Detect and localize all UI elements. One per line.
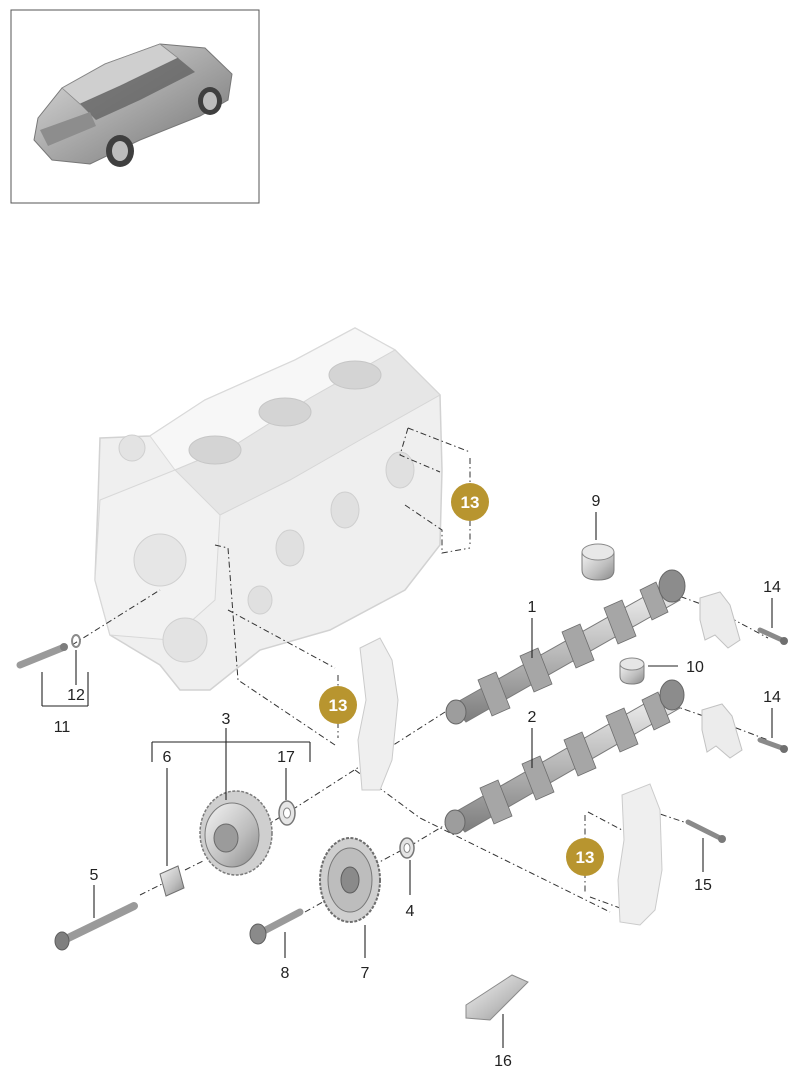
bearing-cap-lower xyxy=(701,703,743,759)
badge-label: 13 xyxy=(461,493,480,512)
callout-labels: 1 2 3 4 5 6 7 8 9 10 11 12 14 14 15 16 1… xyxy=(54,493,781,1070)
washer-17 xyxy=(278,800,296,826)
callout-15: 15 xyxy=(694,877,712,894)
leader-lines xyxy=(41,512,773,1048)
tool-16 xyxy=(465,974,529,1021)
badge-13-top: 13 xyxy=(451,483,489,521)
tappet-10 xyxy=(619,657,645,685)
cylinder-head xyxy=(94,327,443,691)
bolt-5 xyxy=(54,902,138,951)
callout-5: 5 xyxy=(90,867,99,884)
camshaft-intake xyxy=(445,569,686,725)
callout-10: 10 xyxy=(686,659,704,676)
callout-1: 1 xyxy=(528,599,537,616)
bearing-cap-upper xyxy=(699,591,741,649)
bolt-15 xyxy=(685,819,726,843)
badge-label: 13 xyxy=(329,696,348,715)
badge-circle xyxy=(566,838,604,876)
badge-13-middle: 13 xyxy=(319,686,357,724)
callout-17: 17 xyxy=(277,749,295,766)
badge-circle xyxy=(319,686,357,724)
callout-3: 3 xyxy=(222,711,231,728)
badge-13-right: 13 xyxy=(566,838,604,876)
chain-guide-left xyxy=(357,637,399,791)
tappet-9 xyxy=(581,543,615,581)
callout-14-upper: 14 xyxy=(763,579,781,596)
bolt-14-lower xyxy=(757,737,788,753)
badge-circle xyxy=(451,483,489,521)
vehicle-thumbnail xyxy=(10,9,260,204)
callout-6: 6 xyxy=(163,749,172,766)
callout-4: 4 xyxy=(406,903,415,920)
car-image xyxy=(33,43,233,167)
callout-11: 11 xyxy=(54,719,71,736)
badge-label: 13 xyxy=(576,848,595,867)
camshaft-exhaust xyxy=(444,679,685,835)
sleeve-6 xyxy=(159,865,185,897)
callout-16: 16 xyxy=(494,1053,512,1070)
chain-guide-right xyxy=(617,783,663,926)
bolt-8 xyxy=(249,908,304,945)
bolt-11 xyxy=(16,643,68,669)
callout-7: 7 xyxy=(361,965,370,982)
callout-9: 9 xyxy=(592,493,601,510)
washer-12 xyxy=(71,634,81,648)
callout-14-lower: 14 xyxy=(763,689,781,706)
callout-2: 2 xyxy=(528,709,537,726)
assembly-lines xyxy=(71,427,769,913)
callout-12: 12 xyxy=(67,687,85,704)
sprocket-7 xyxy=(319,837,381,923)
callout-8: 8 xyxy=(281,965,290,982)
bolt-14-upper xyxy=(757,627,788,645)
washer-4 xyxy=(399,837,415,859)
cam-adjuster xyxy=(199,790,273,876)
